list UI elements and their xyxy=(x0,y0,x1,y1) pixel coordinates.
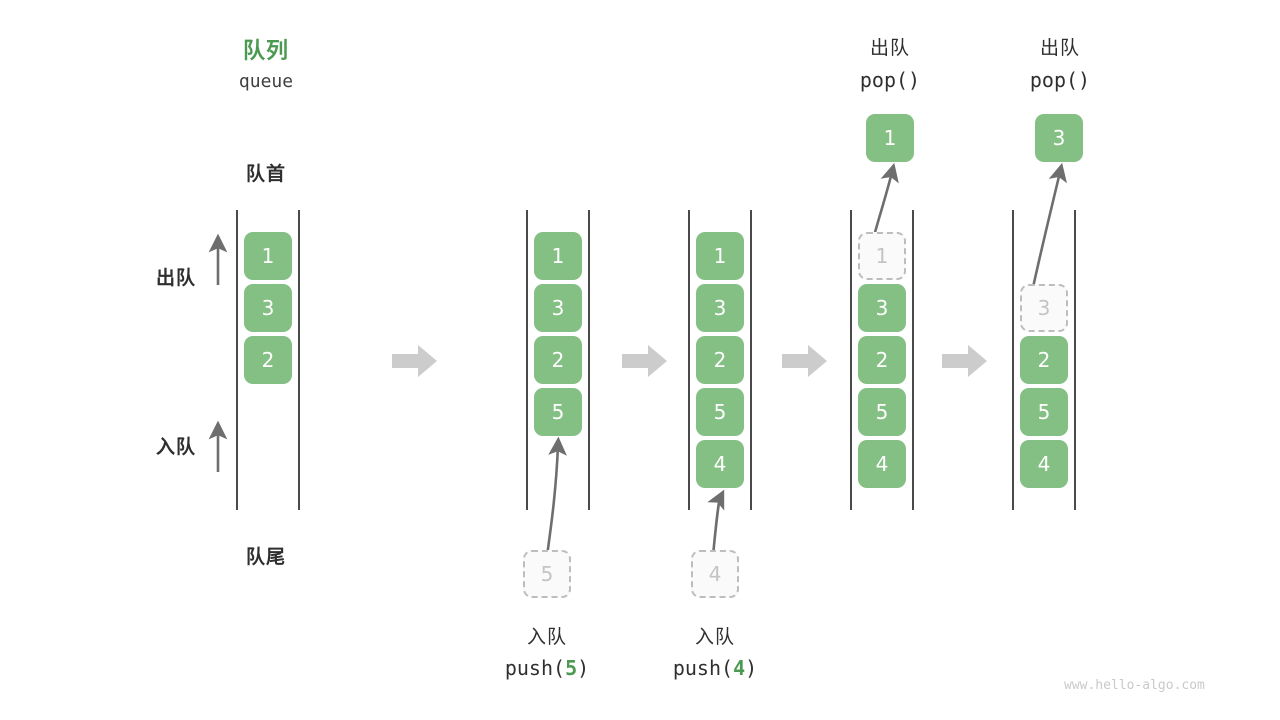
queue-node: 3 xyxy=(534,284,582,332)
queue-node: 1 xyxy=(534,232,582,280)
transition-arrow xyxy=(782,344,828,382)
queue-node: 3 xyxy=(244,284,292,332)
queue-node: 2 xyxy=(244,336,292,384)
queue-node: 5 xyxy=(696,388,744,436)
push-5-code-prefix: push( xyxy=(504,656,566,680)
transition-arrow xyxy=(392,344,438,382)
queue-node: 4 xyxy=(858,440,906,488)
watermark: www.hello-algo.com xyxy=(1064,678,1205,693)
queue-node: 1 xyxy=(244,232,292,280)
rail-right xyxy=(750,210,752,510)
popped-node: 1 xyxy=(866,114,914,162)
pop-3-header-code: pop() xyxy=(1029,68,1091,92)
transition-arrow xyxy=(942,344,988,382)
rail-right xyxy=(588,210,590,510)
incoming-ghost-node: 4 xyxy=(691,550,739,598)
queue-node: 5 xyxy=(1020,388,1068,436)
push-5-code-suffix: ) xyxy=(577,656,590,680)
push-5-code-value: 5 xyxy=(565,656,578,680)
push-5-caption-code: push(5) xyxy=(477,656,617,680)
queue-node: 2 xyxy=(696,336,744,384)
queue-node: 1 xyxy=(696,232,744,280)
queue-rear-label: 队尾 xyxy=(245,546,286,568)
incoming-ghost-node: 5 xyxy=(523,550,571,598)
queue-node: 5 xyxy=(534,388,582,436)
queue-node: 4 xyxy=(696,440,744,488)
rail-right xyxy=(912,210,914,510)
page-subtitle: queue xyxy=(238,71,294,92)
dequeue-side-label: 出队 xyxy=(155,267,196,289)
push-5-arrow xyxy=(545,436,567,557)
pop-1-arrow xyxy=(872,162,899,237)
queue-node: 3 xyxy=(1020,284,1068,332)
rail-left xyxy=(526,210,528,510)
queue-front-label: 队首 xyxy=(245,163,286,185)
queue-node: 2 xyxy=(858,336,906,384)
queue-node: 2 xyxy=(534,336,582,384)
push-4-arrow xyxy=(707,489,725,557)
queue-node: 4 xyxy=(1020,440,1068,488)
rail-left xyxy=(1012,210,1014,510)
queue-node: 2 xyxy=(1020,336,1068,384)
push-4-caption-cn: 入队 xyxy=(694,626,735,648)
rail-right xyxy=(1074,210,1076,510)
pop-3-header-cn: 出队 xyxy=(1039,37,1080,59)
push-4-code-prefix: push( xyxy=(672,656,734,680)
enqueue-side-label: 入队 xyxy=(155,436,196,458)
push-4-code-suffix: ) xyxy=(745,656,758,680)
rail-left xyxy=(236,210,238,510)
queue-node: 3 xyxy=(696,284,744,332)
push-4-code-value: 4 xyxy=(733,656,746,680)
pop-1-header-cn: 出队 xyxy=(869,37,910,59)
push-5-caption-cn: 入队 xyxy=(526,626,567,648)
popped-node: 3 xyxy=(1035,114,1083,162)
page-title: 队列 xyxy=(242,39,289,64)
queue-node: 5 xyxy=(858,388,906,436)
queue-node: 1 xyxy=(858,232,906,280)
pop-3-arrow xyxy=(1030,162,1067,293)
push-4-caption-code: push(4) xyxy=(645,656,785,680)
queue-node: 3 xyxy=(858,284,906,332)
rail-left xyxy=(850,210,852,510)
rail-right xyxy=(298,210,300,510)
pop-1-header-code: pop() xyxy=(859,68,921,92)
transition-arrow xyxy=(622,344,668,382)
rail-left xyxy=(688,210,690,510)
